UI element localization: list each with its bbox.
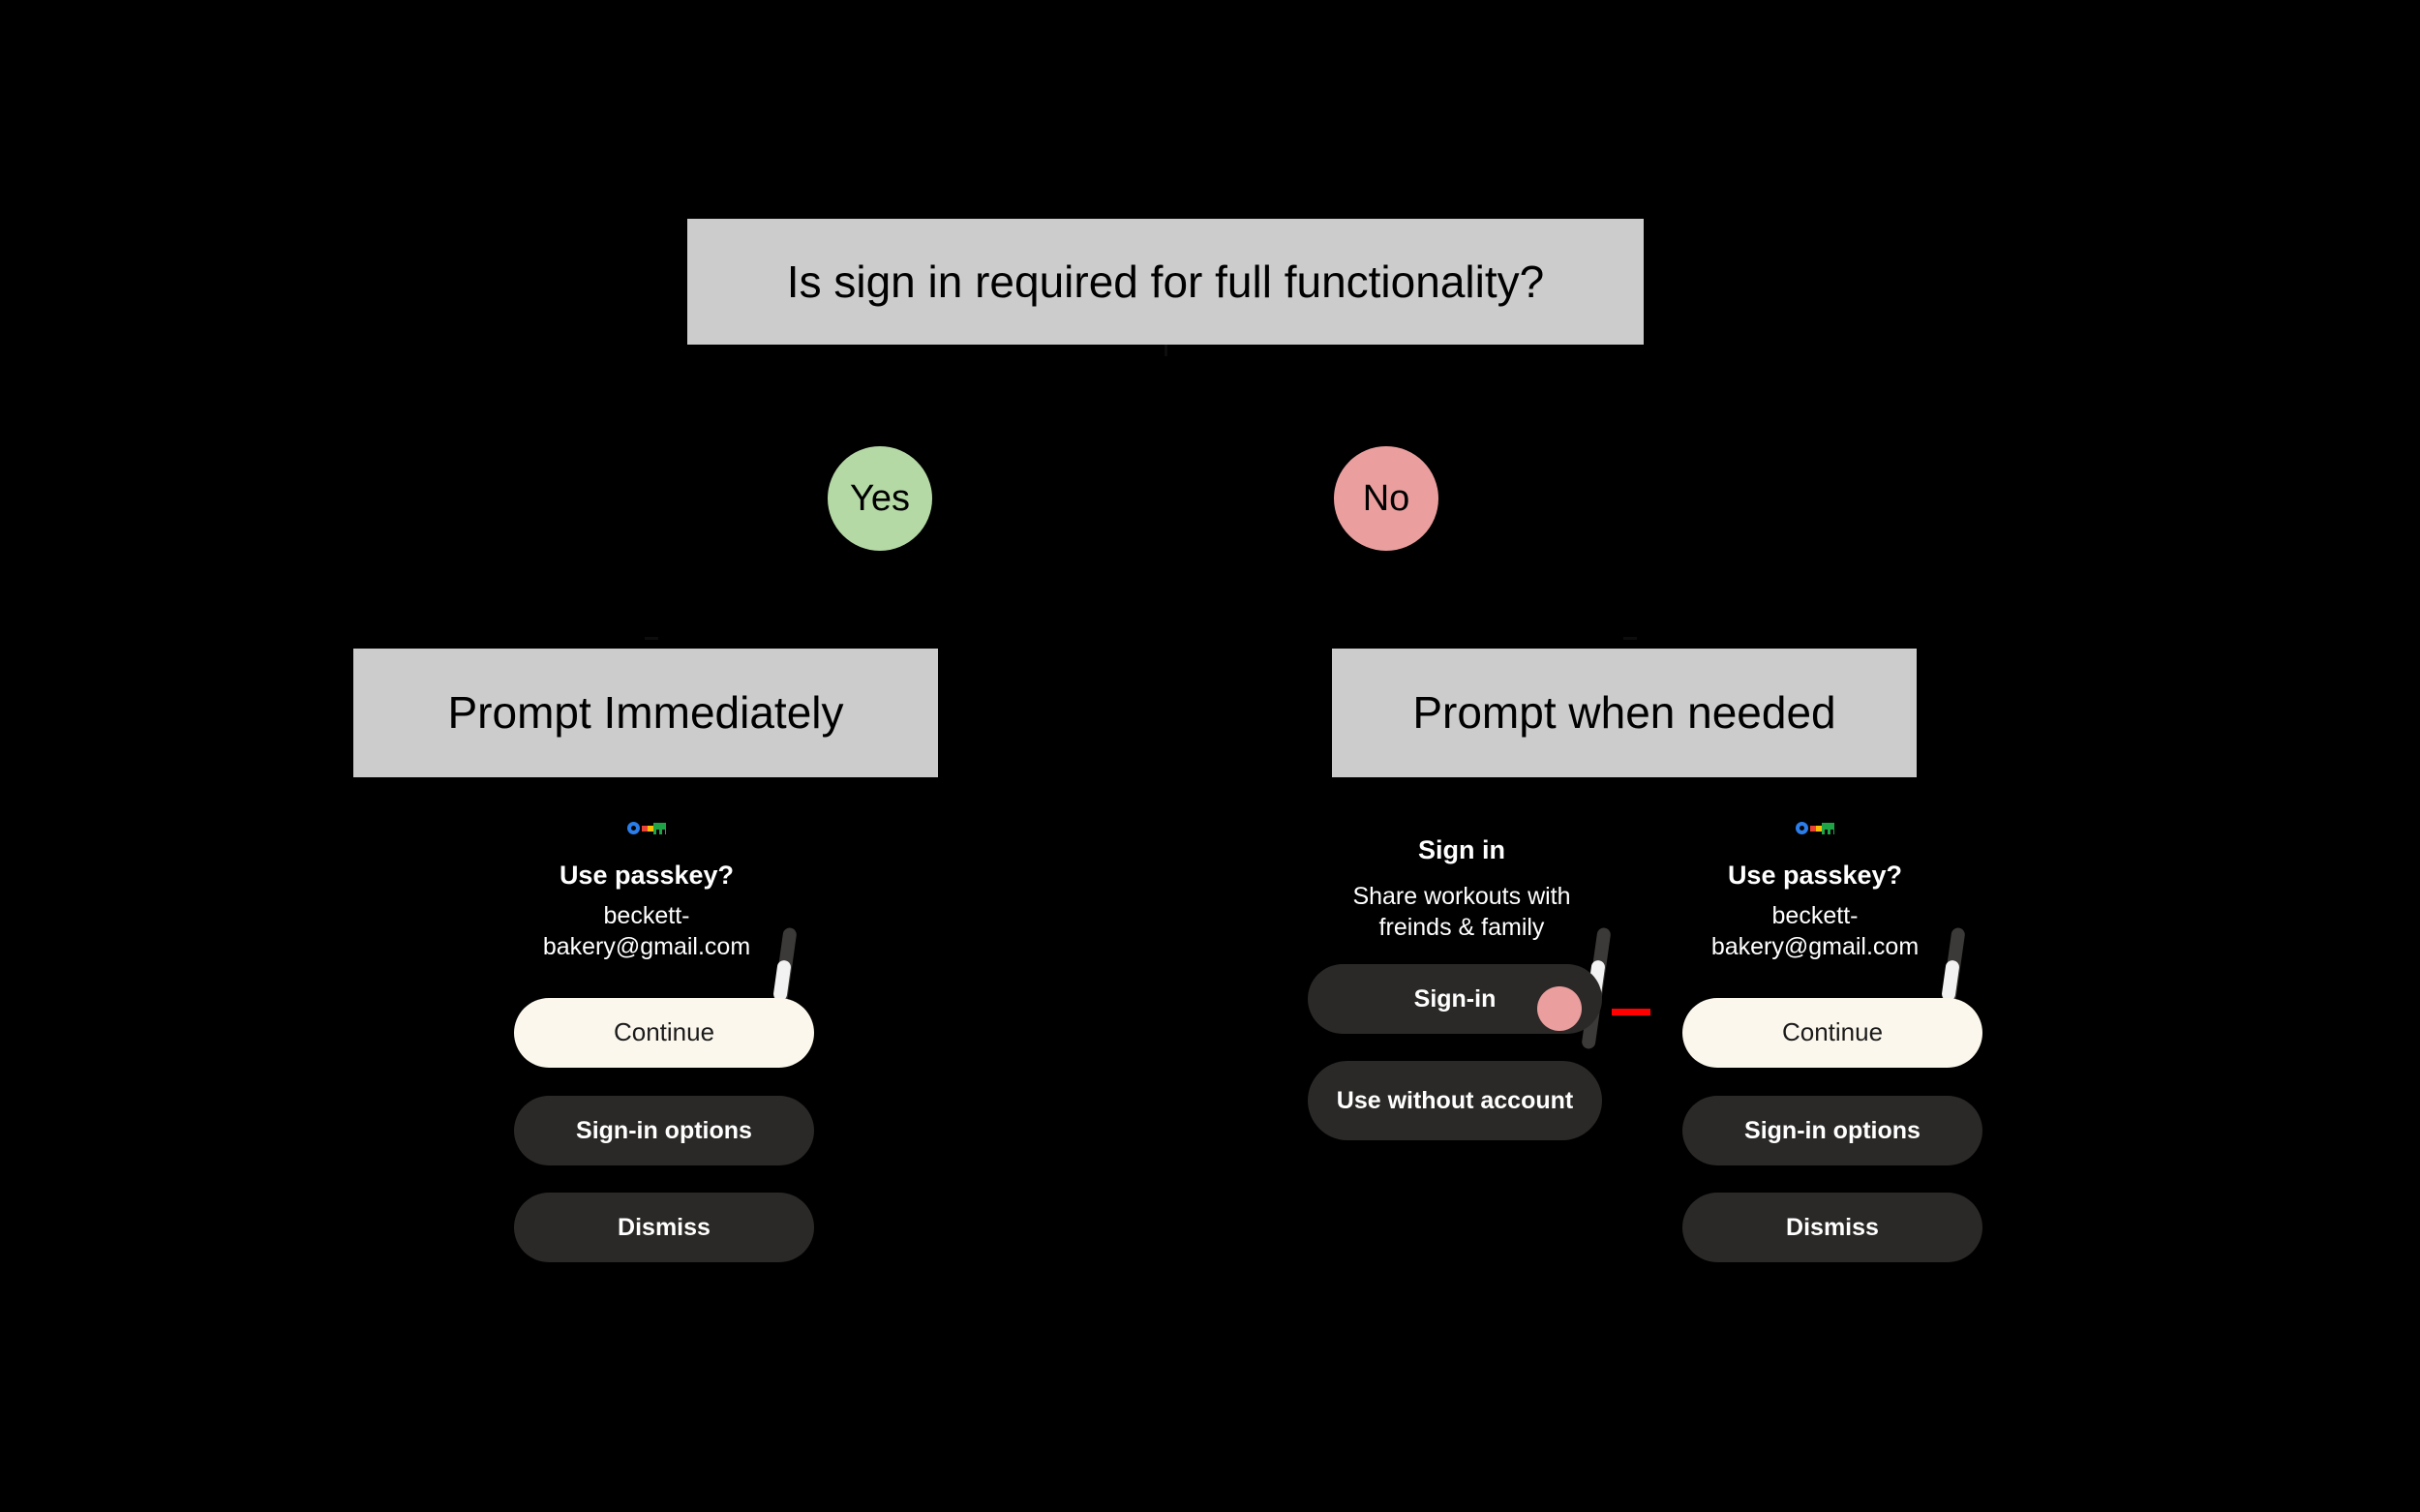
- outcome-label-prompt-immediately: Prompt Immediately: [447, 687, 844, 739]
- scrollbar-thumb[interactable]: [772, 959, 792, 1002]
- passkey-notch-a-icon: [656, 830, 659, 834]
- passkey-notch-b-icon: [662, 830, 665, 834]
- screen-subtitle-passkey-right: beckett-bakery@gmail.com: [1710, 902, 1920, 961]
- passkey-notch-b-icon: [1830, 830, 1833, 834]
- button-signin-middle-label: Sign-in: [1413, 985, 1497, 1013]
- passkey-notch-a-icon: [1825, 830, 1828, 834]
- button-signin-options-left-label: Sign-in options: [576, 1117, 752, 1144]
- arrow-shaft: [1612, 1009, 1672, 1015]
- watch-screen-passkey-left: Use passkey? beckett-bakery@gmail.com Co…: [482, 811, 814, 1276]
- branch-yes-label: Yes: [850, 478, 910, 519]
- passkey-shaft-red-icon: [642, 826, 649, 832]
- button-dismiss-left-label: Dismiss: [618, 1214, 711, 1241]
- screen-subtitle-passkey-left: beckett-bakery@gmail.com: [542, 902, 751, 961]
- button-signin-options-left[interactable]: Sign-in options: [514, 1096, 814, 1165]
- passkey-ring-icon: [1796, 822, 1808, 834]
- button-continue-left-label: Continue: [613, 1017, 715, 1047]
- button-continue-right[interactable]: Continue: [1682, 998, 1982, 1068]
- button-continue-left[interactable]: Continue: [514, 998, 814, 1068]
- question-box: Is sign in required for full functionali…: [687, 219, 1644, 345]
- button-dismiss-left[interactable]: Dismiss: [514, 1193, 814, 1262]
- outcome-label-prompt-when-needed: Prompt when needed: [1412, 687, 1836, 739]
- screen-title-passkey-left: Use passkey?: [559, 861, 735, 890]
- screen-title-signin: Sign in: [1418, 835, 1505, 864]
- google-passkey-icon: [1796, 821, 1834, 840]
- question-label: Is sign in required for full functionali…: [786, 256, 1545, 307]
- outcome-box-prompt-immediately: Prompt Immediately: [353, 649, 938, 777]
- screen-subtitle-signin: Share workouts with freinds & family: [1352, 883, 1571, 942]
- connector-yes-to-prompt-immediately: [645, 637, 658, 640]
- outcome-box-prompt-when-needed: Prompt when needed: [1332, 649, 1917, 777]
- google-passkey-icon: [627, 821, 666, 840]
- button-continue-right-label: Continue: [1781, 1017, 1884, 1047]
- passkey-ring-icon: [627, 822, 640, 834]
- scrollbar-thumb[interactable]: [1941, 959, 1960, 1002]
- connector-question-to-yes: [1165, 345, 1167, 356]
- branch-no-label: No: [1362, 478, 1410, 519]
- button-dismiss-right-label: Dismiss: [1786, 1214, 1879, 1241]
- passkey-shaft-yellow-icon: [1816, 826, 1823, 832]
- button-use-without-account[interactable]: Use without account: [1308, 1061, 1602, 1140]
- tap-indicator-signin: [1537, 986, 1582, 1031]
- watch-screen-signin: Sign in Share workouts with freinds & fa…: [1302, 811, 1621, 1276]
- button-use-without-account-label: Use without account: [1336, 1087, 1574, 1114]
- button-signin-options-right[interactable]: Sign-in options: [1682, 1096, 1982, 1165]
- passkey-shaft-red-icon: [1810, 826, 1817, 832]
- passkey-shaft-yellow-icon: [648, 826, 654, 832]
- button-signin-options-right-label: Sign-in options: [1744, 1117, 1921, 1144]
- branch-no: No: [1334, 446, 1438, 551]
- button-dismiss-right[interactable]: Dismiss: [1682, 1193, 1982, 1262]
- branch-yes: Yes: [828, 446, 932, 551]
- watch-screen-passkey-right: Use passkey? beckett-bakery@gmail.com Co…: [1650, 811, 1982, 1276]
- connector-no-to-prompt-when-needed: [1623, 637, 1637, 640]
- screen-title-passkey-right: Use passkey?: [1727, 861, 1903, 890]
